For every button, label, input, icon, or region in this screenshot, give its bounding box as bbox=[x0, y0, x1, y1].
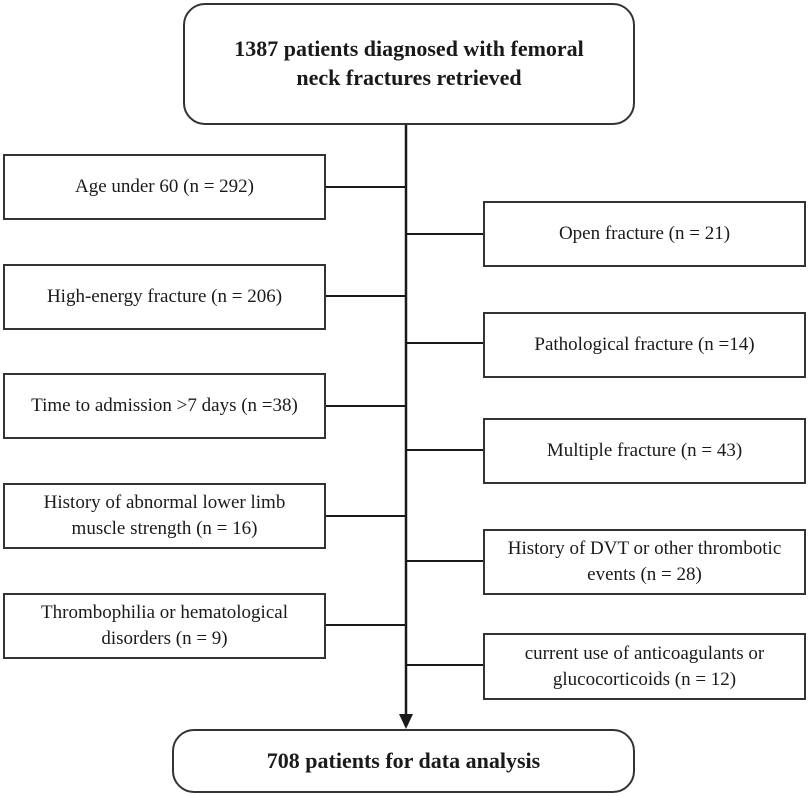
exclusion-box-left-4: History of abnormal lower limb muscle st… bbox=[3, 483, 326, 549]
exclusion-box-right-5: current use of anticoagulants or glucoco… bbox=[483, 633, 806, 700]
exclusion-box-right-4: History of DVT or other thrombotic event… bbox=[483, 529, 806, 595]
final-cohort-box: 708 patients for data analysis bbox=[172, 729, 635, 793]
exclusion-box-left-1: Age under 60 (n = 292) bbox=[3, 154, 326, 220]
exclusion-label: Time to admission >7 days (n =38) bbox=[31, 395, 298, 417]
exclusion-label: Thrombophilia or hematological disorders… bbox=[41, 602, 288, 649]
exclusion-label: Multiple fracture (n = 43) bbox=[546, 440, 743, 462]
exclusion-label: High-energy fracture (n = 206) bbox=[46, 286, 283, 308]
final-cohort-label: 708 patients for data analysis bbox=[266, 747, 541, 773]
exclusion-label: current use of anticoagulants or glucoco… bbox=[524, 642, 765, 690]
initial-cohort-label: 1387 patients diagnosed with femoral nec… bbox=[234, 36, 584, 90]
exclusion-label: Pathological fracture (n =14) bbox=[534, 334, 755, 356]
exclusion-box-left-2: High-energy fracture (n = 206) bbox=[3, 264, 326, 330]
exclusion-box-right-1: Open fracture (n = 21) bbox=[483, 201, 806, 267]
exclusion-label: Age under 60 (n = 292) bbox=[74, 176, 255, 198]
exclusion-box-right-3: Multiple fracture (n = 43) bbox=[483, 418, 806, 484]
down-arrow-head bbox=[399, 714, 413, 729]
exclusion-label: History of abnormal lower limb muscle st… bbox=[43, 492, 286, 539]
exclusion-box-right-2: Pathological fracture (n =14) bbox=[483, 312, 806, 378]
exclusion-box-left-5: Thrombophilia or hematological disorders… bbox=[3, 593, 326, 659]
exclusion-label: Open fracture (n = 21) bbox=[558, 223, 731, 245]
exclusion-box-left-3: Time to admission >7 days (n =38) bbox=[3, 373, 326, 439]
initial-cohort-box: 1387 patients diagnosed with femoral nec… bbox=[183, 3, 635, 125]
exclusion-label: History of DVT or other thrombotic event… bbox=[507, 538, 782, 585]
